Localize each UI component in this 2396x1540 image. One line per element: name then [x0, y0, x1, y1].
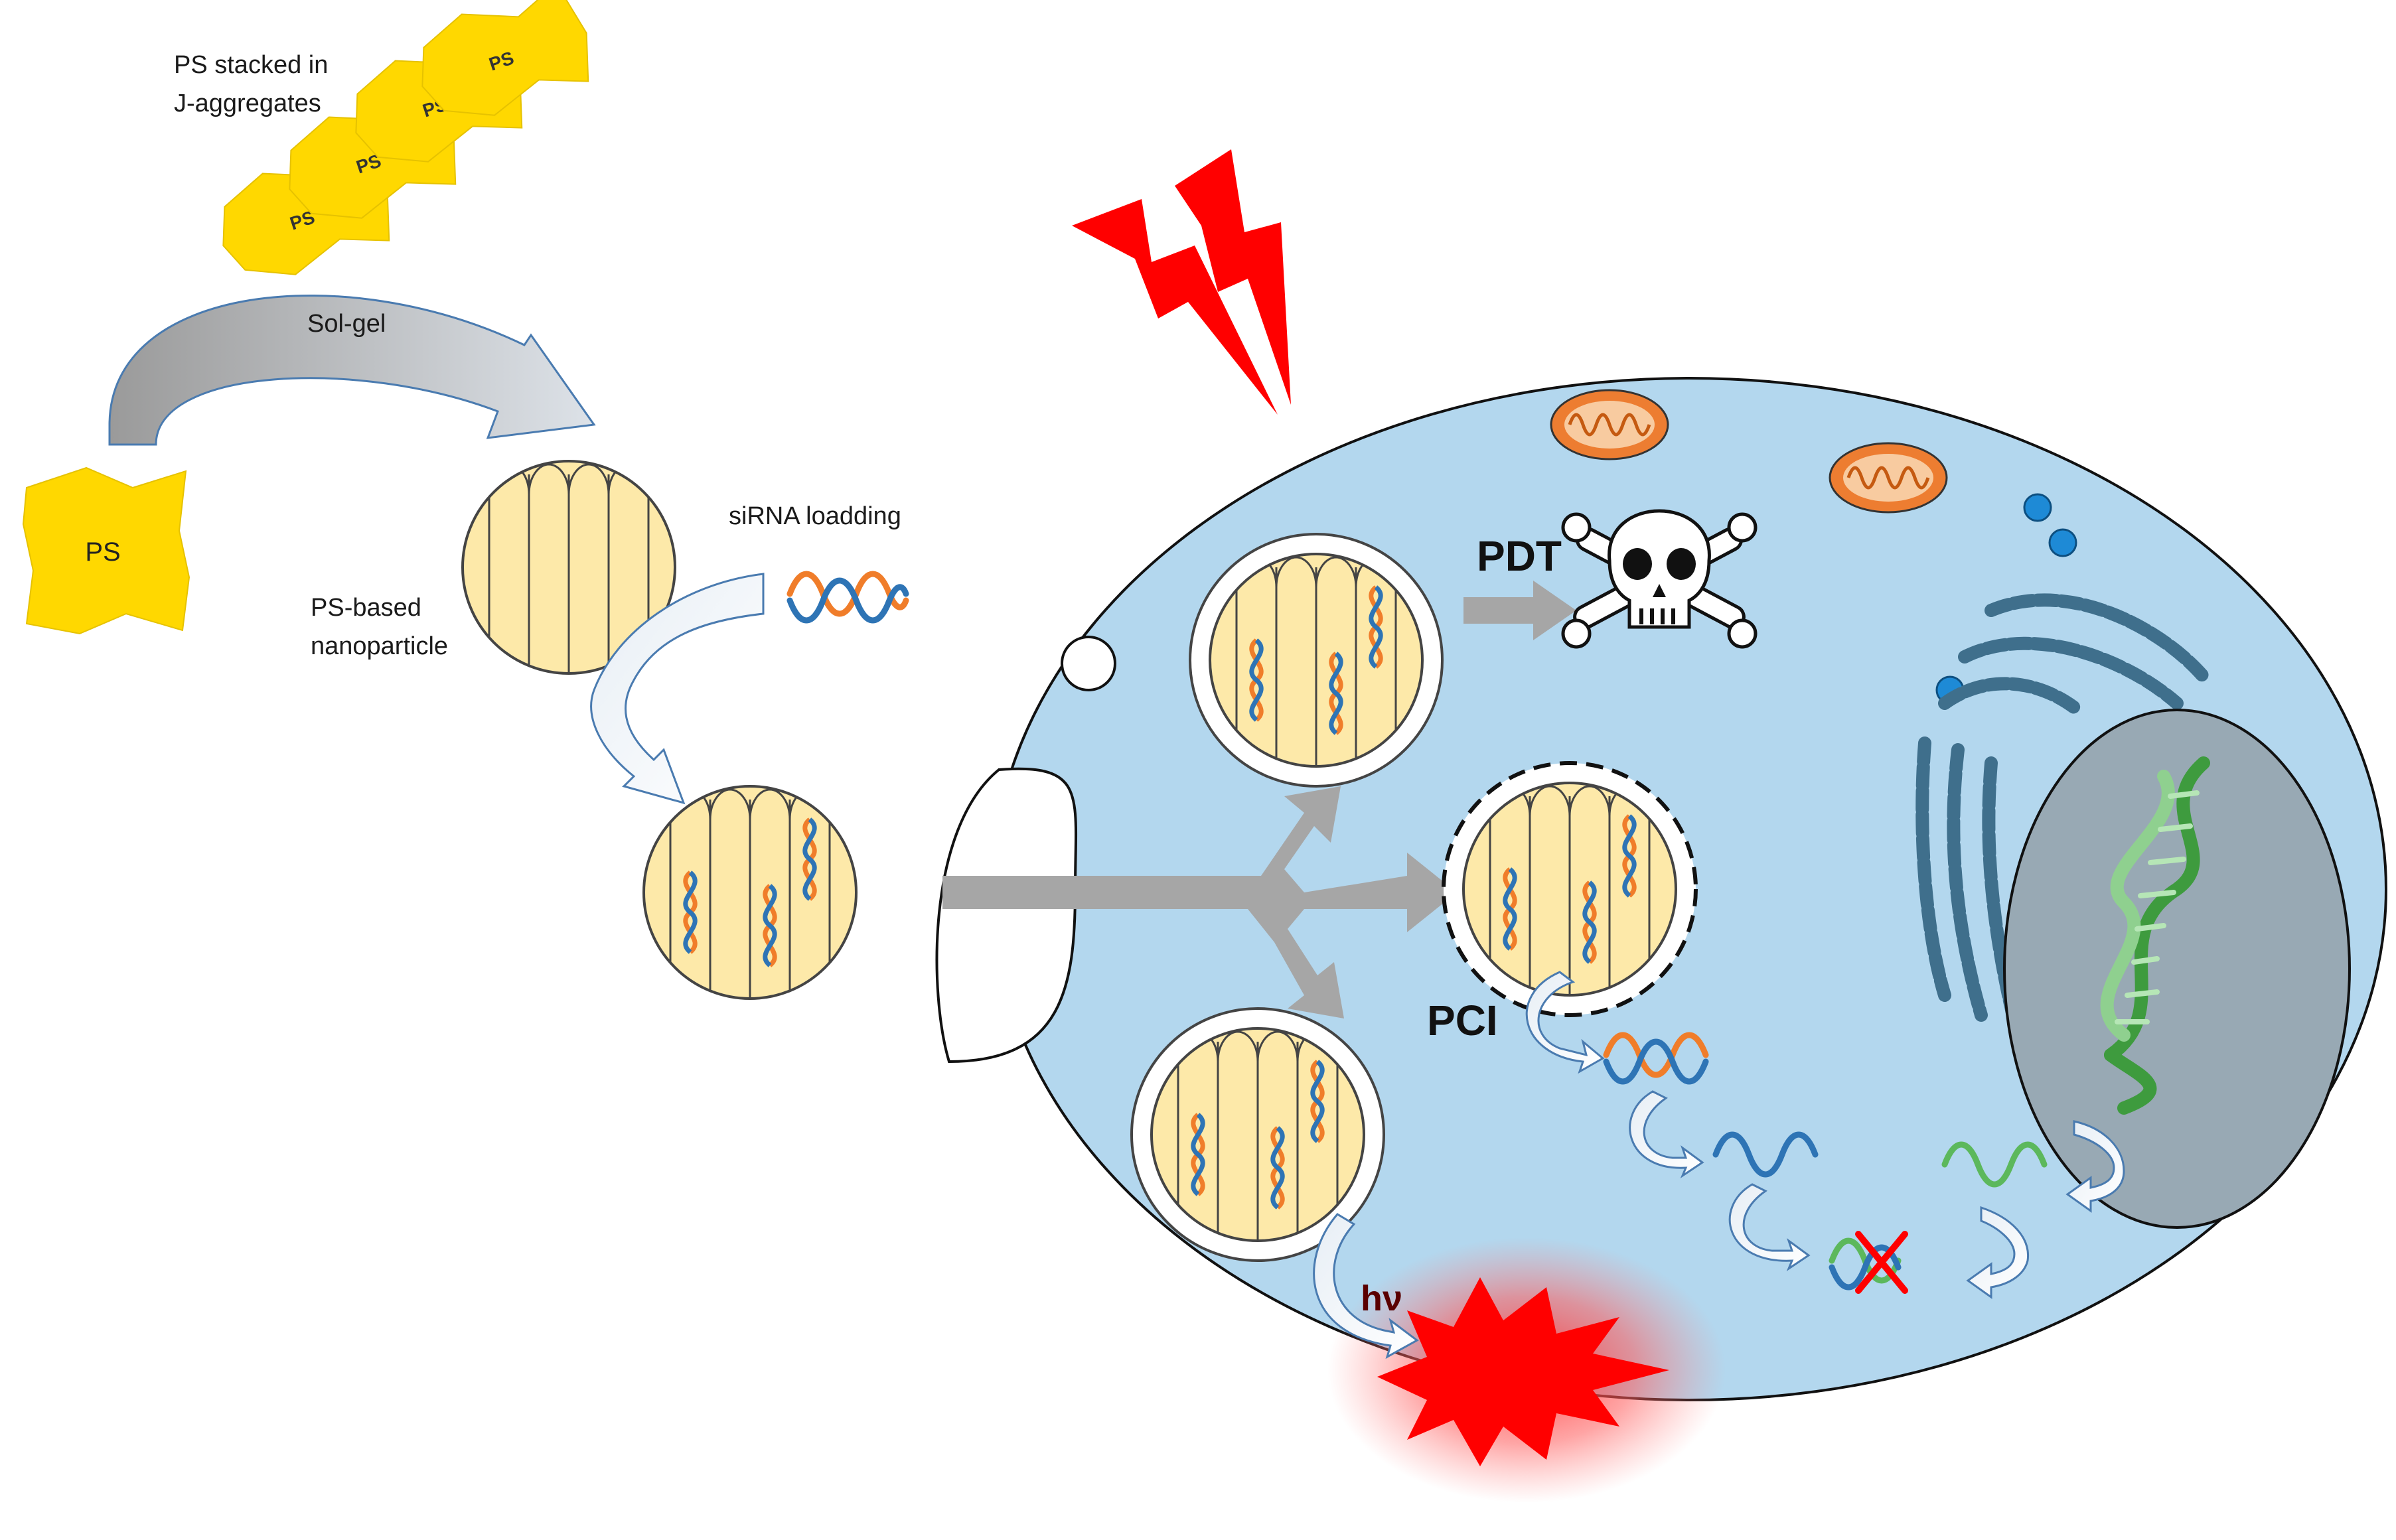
guide-strand-icon — [1712, 1131, 1819, 1178]
ps-stacked-label-line1: PS stacked in — [174, 51, 328, 79]
mitochondrion-icon — [1829, 442, 1948, 514]
uptake-arrow — [942, 786, 1457, 1018]
light-burst-icon — [1327, 1237, 1726, 1503]
sol-gel-arrow — [108, 295, 596, 446]
mrna-export-arrow — [2065, 1120, 2125, 1213]
released-sirna-icon — [1603, 1032, 1709, 1085]
ps-nanoparticle-loaded — [642, 785, 858, 1000]
endoplasmic-reticulum-icon — [1915, 593, 2210, 1042]
sol-gel-label: Sol-gel — [307, 310, 386, 338]
strand-separation-arrow — [1629, 1090, 1704, 1178]
endosome-pdt — [1189, 533, 1444, 788]
ps-based-label-line1: PS-based — [311, 594, 421, 622]
skull-crossbones-icon — [1561, 509, 1758, 649]
lightning-icon — [1072, 149, 1291, 415]
nucleus — [2003, 709, 2351, 1229]
sirna-duplex-icon — [786, 571, 909, 624]
sirna-loading-label: siRNA loadding — [729, 502, 901, 530]
dna-helix-icon — [2100, 756, 2210, 1115]
pci-release-arrow — [1525, 971, 1605, 1074]
ps-monomer: PS — [22, 466, 190, 635]
aggregate-tile: PS — [421, 0, 589, 116]
mrna-icon — [1941, 1141, 2048, 1188]
ps-monomer-label: PS — [85, 537, 120, 567]
mitochondrion-icon — [1550, 389, 1669, 460]
photo-activation-arrow — [1313, 1213, 1419, 1360]
endosome-pci — [1442, 761, 1698, 1017]
sirna-loading-arrow — [590, 573, 765, 805]
pdt-arrow — [1463, 581, 1576, 640]
endocytic-pocket — [935, 767, 1078, 1064]
mrna-target-arrow — [1966, 1206, 2030, 1299]
pdt-label: PDT — [1477, 532, 1562, 580]
vesicle — [1061, 636, 1116, 691]
red-x-icon — [1855, 1231, 1908, 1294]
hv-label: hν — [1361, 1279, 1402, 1318]
j-aggregate-stack: PS PS PS PS — [222, 0, 589, 275]
pci-label: PCI — [1427, 997, 1498, 1044]
binding-arrow — [1728, 1183, 1811, 1271]
ps-based-label-line2: nanoparticle — [311, 632, 448, 660]
ps-stacked-label-line2: J-aggregates — [174, 90, 321, 117]
endosome-bottom — [1130, 1007, 1385, 1262]
ps-nanoparticle-empty — [461, 460, 676, 675]
